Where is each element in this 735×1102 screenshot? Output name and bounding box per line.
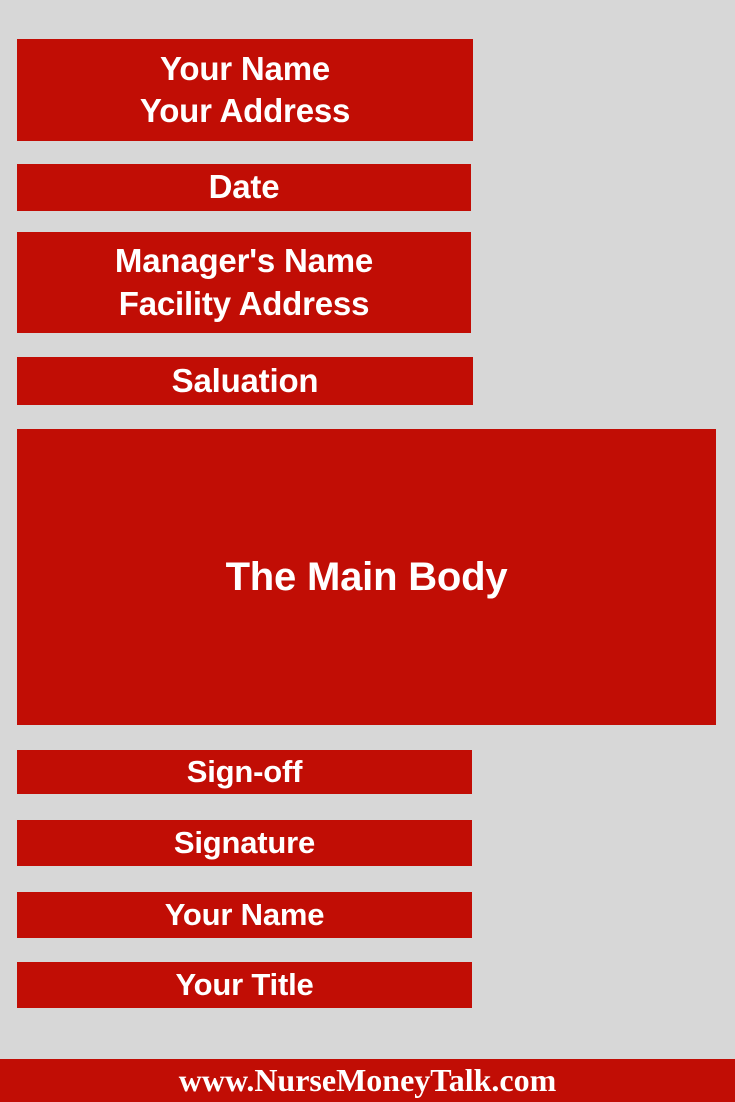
your-title-label: Your Title bbox=[175, 967, 314, 1003]
letter-block-your-title: Your Title bbox=[17, 962, 472, 1008]
sender-address-label: Your Address bbox=[139, 92, 351, 129]
letter-block-sign-off: Sign-off bbox=[17, 750, 472, 794]
signature-label: Signature bbox=[173, 825, 316, 861]
date-label: Date bbox=[208, 168, 280, 206]
letter-block-your-name: Your Name bbox=[17, 892, 472, 938]
letter-block-date: Date bbox=[17, 164, 471, 211]
letter-block-signature: Signature bbox=[17, 820, 472, 866]
letter-block-sender-address: Your Name Your Address bbox=[17, 39, 473, 141]
salutation-label: Saluation bbox=[171, 361, 319, 399]
letter-block-salutation: Saluation bbox=[17, 357, 473, 405]
manager-name-label: Manager's Name bbox=[114, 242, 374, 280]
sign-off-label: Sign-off bbox=[186, 754, 303, 790]
letter-block-main-body: The Main Body bbox=[17, 429, 716, 725]
your-name-label: Your Name bbox=[164, 897, 325, 933]
footer-banner: www.NurseMoneyTalk.com bbox=[0, 1059, 735, 1102]
website-url-label[interactable]: www.NurseMoneyTalk.com bbox=[178, 1062, 557, 1098]
facility-address-label: Facility Address bbox=[118, 284, 370, 322]
letter-block-recipient-address: Manager's Name Facility Address bbox=[17, 232, 471, 333]
main-body-label: The Main Body bbox=[225, 554, 508, 599]
sender-name-label: Your Name bbox=[160, 49, 330, 87]
